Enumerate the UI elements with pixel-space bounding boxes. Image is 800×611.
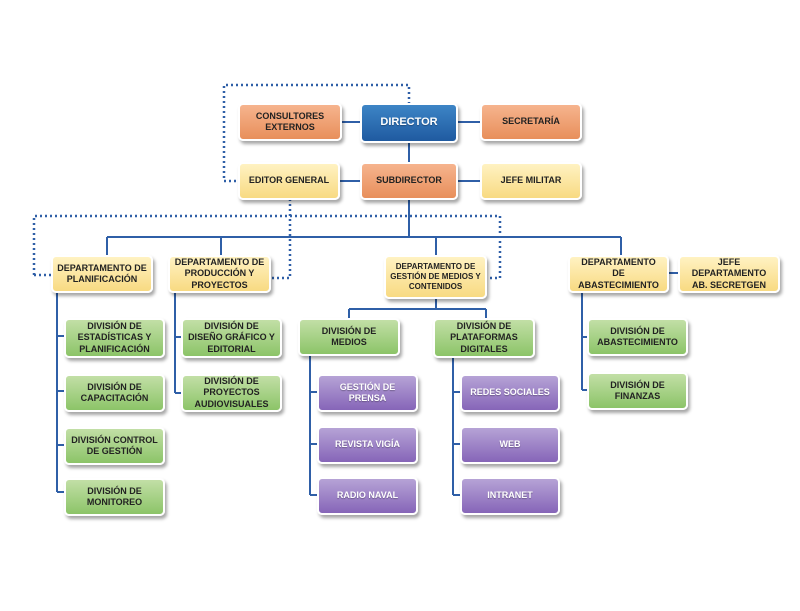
div-capacitacion-label: DIVISIÓN DE CAPACITACIÓN: [80, 381, 149, 403]
dept-abastecimiento-label: DEPARTAMENTO DE ABASTECIMIENTO: [578, 257, 659, 290]
subdirector-box: SUBDIRECTOR: [360, 162, 458, 200]
div-plataformas-label: DIVISIÓN DE PLATAFORMAS DIGITALES: [450, 321, 518, 354]
div-monitoreo-label: DIVISIÓN DE MONITOREO: [86, 485, 143, 507]
jefe-ab-box: JEFE DEPARTAMENTO AB. SECRETGEN: [678, 255, 780, 293]
unit-radio-label: RADIO NAVAL: [336, 490, 399, 501]
dotted-editor-departments: [270, 199, 292, 280]
unit-intranet-box: INTRANET: [460, 477, 560, 515]
dept-abastecimiento-box: DEPARTAMENTO DE ABASTECIMIENTO: [568, 255, 669, 293]
div-diseno-label: DIVISIÓN DE DISEÑO GRÁFICO Y EDITORIAL: [188, 321, 275, 354]
unit-web-box: WEB: [460, 426, 560, 464]
line-produc-trunk: [174, 292, 182, 394]
div-plataformas-box: DIVISIÓN DE PLATAFORMAS DIGITALES: [433, 318, 535, 358]
unit-radio-box: RADIO NAVAL: [317, 477, 418, 515]
line-plataformas-trunk: [452, 356, 461, 496]
unit-intranet-label: INTRANET: [487, 490, 533, 501]
unit-revista-label: REVISTA VIGÍA: [334, 439, 400, 450]
div-control-gestion-box: DIVISIÓN CONTROL DE GESTIÓN: [64, 427, 165, 465]
jefe-militar-box: JEFE MILITAR: [480, 162, 582, 200]
div-monitoreo-box: DIVISIÓN DE MONITOREO: [64, 478, 165, 516]
solid-connectors: [56, 121, 680, 496]
editor-label: EDITOR GENERAL: [248, 175, 330, 186]
div-audiovisuales-box: DIVISIÓN DE PROYECTOS AUDIOVISUALES: [181, 374, 282, 412]
dotted-outer-loop: [32, 214, 502, 280]
subdirector-label: SUBDIRECTOR: [376, 175, 442, 186]
div-diseno-box: DIVISIÓN DE DISEÑO GRÁFICO Y EDITORIAL: [181, 318, 282, 358]
div-estadisticas-label: DIVISIÓN DE ESTADÍSTICAS Y PLANIFICACIÓN: [77, 321, 152, 354]
consultores-label: CONSULTORES EXTERNOS: [255, 110, 325, 132]
jefe-ab-label: JEFE DEPARTAMENTO AB. SECRETGEN: [691, 257, 767, 290]
dept-planificacion-label: DEPARTAMENTO DE PLANIFICACIÓN: [57, 262, 147, 284]
unit-revista-box: REVISTA VIGÍA: [317, 426, 418, 464]
unit-web-label: WEB: [499, 439, 521, 450]
div-capacitacion-box: DIVISIÓN DE CAPACITACIÓN: [64, 374, 165, 412]
div-abastecimiento-box: DIVISIÓN DE ABASTECIMIENTO: [587, 318, 688, 356]
div-estadisticas-box: DIVISIÓN DE ESTADÍSTICAS Y PLANIFICACIÓN: [64, 318, 165, 358]
dept-gestion-label: DEPARTAMENTO DE GESTIÓN DE MEDIOS Y CONT…: [390, 262, 481, 291]
director-box: DIRECTOR: [360, 103, 458, 143]
div-finanzas-label: DIVISIÓN DE FINANZAS: [610, 379, 665, 401]
div-medios-label: DIVISIÓN DE MEDIOS: [321, 325, 377, 347]
director-label: DIRECTOR: [380, 116, 438, 129]
unit-redes-label: REDES SOCIALES: [470, 387, 550, 398]
line-medios-trunk: [309, 356, 318, 496]
div-medios-box: DIVISIÓN DE MEDIOS: [298, 318, 400, 356]
secretaria-label: SECRETARÍA: [502, 116, 560, 127]
unit-prensa-label: GESTIÓN DE PRENSA: [339, 381, 396, 403]
div-audiovisuales-label: DIVISIÓN DE PROYECTOS AUDIOVISUALES: [194, 376, 269, 409]
div-control-gestion-label: DIVISIÓN CONTROL DE GESTIÓN: [71, 434, 158, 456]
editor-box: EDITOR GENERAL: [238, 162, 340, 200]
jefe-militar-label: JEFE MILITAR: [500, 175, 562, 186]
unit-redes-box: REDES SOCIALES: [460, 374, 560, 412]
consultores-box: CONSULTORES EXTERNOS: [238, 103, 342, 141]
dept-produccion-label: DEPARTAMENTO DE PRODUCCIÓN Y PROYECTOS: [174, 257, 265, 290]
div-abastecimiento-label: DIVISIÓN DE ABASTECIMIENTO: [597, 325, 678, 347]
div-finanzas-box: DIVISIÓN DE FINANZAS: [587, 372, 688, 410]
dept-planificacion-box: DEPARTAMENTO DE PLANIFICACIÓN: [51, 255, 153, 293]
dotted-connectors: [32, 83, 502, 280]
unit-prensa-box: GESTIÓN DE PRENSA: [317, 374, 418, 412]
dotted-director-editor: [222, 83, 411, 183]
line-gestion-split: [348, 298, 487, 320]
dept-produccion-box: DEPARTAMENTO DE PRODUCCIÓN Y PROYECTOS: [168, 255, 271, 293]
line-planif-trunk: [56, 292, 65, 493]
secretaria-box: SECRETARÍA: [480, 103, 582, 141]
dept-gestion-box: DEPARTAMENTO DE GESTIÓN DE MEDIOS Y CONT…: [384, 255, 487, 299]
